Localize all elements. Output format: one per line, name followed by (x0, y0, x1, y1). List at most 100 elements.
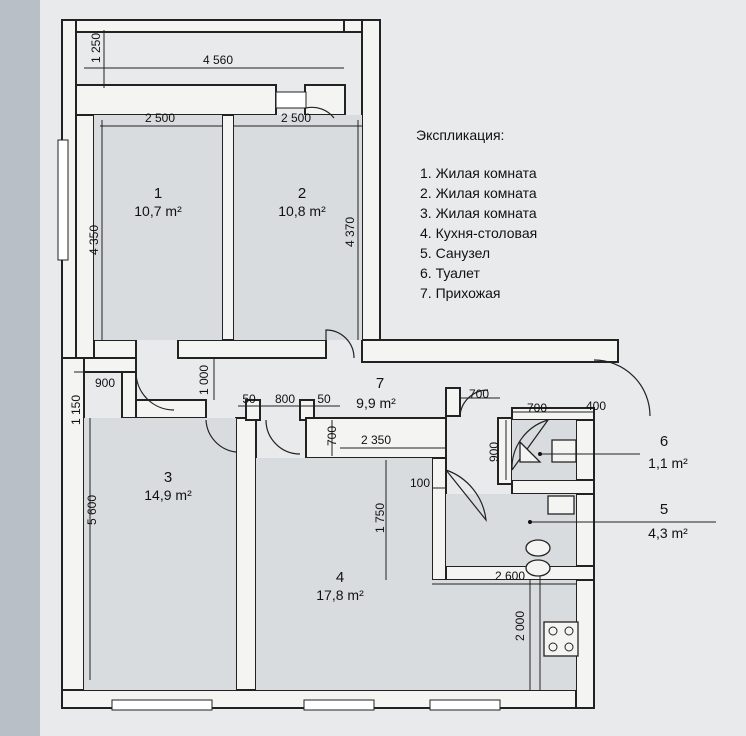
door-jamb-50-left (245, 399, 261, 421)
balcony-top-wall (61, 19, 381, 33)
room-labels: 1 10,7 m² 2 10,8 m² 3 14,9 m² 4 17,8 m² … (134, 185, 688, 603)
legend-item-2: 2. Жилая комната (420, 185, 537, 201)
dim-toilet-900: 900 (487, 442, 501, 462)
legend-item-1: 1. Жилая комната (420, 165, 537, 181)
right-lower-wall (575, 409, 595, 709)
stove (543, 621, 579, 657)
room1-bottom-wall-left (93, 339, 137, 359)
fixtures (519, 439, 579, 690)
room3-floor (84, 418, 236, 690)
burner-3 (548, 642, 558, 652)
bath-door-swing (445, 469, 487, 522)
room1-number: 1 (154, 185, 162, 202)
room6-pointer-dot (538, 452, 542, 456)
legend-item-7: 7. Прихожая (420, 285, 500, 301)
room1-area: 10,7 m² (134, 203, 182, 219)
legend-item-4: 4. Кухня-столовая (420, 225, 537, 241)
dimension-labels: 1 250 4 560 2 500 2 500 4 350 4 370 1 00… (69, 33, 606, 641)
room2-floor (234, 115, 362, 340)
dim-balcony-width: 4 560 (203, 53, 233, 67)
dim-balcony-depth: 1 250 (89, 33, 103, 63)
corridor-door-swing (459, 389, 489, 417)
dim-room1-height: 4 350 (87, 225, 101, 255)
room3-door-swing (205, 419, 237, 453)
toilet-door-swing (511, 418, 550, 471)
dim-room3-height: 5 600 (85, 495, 99, 525)
room3-room4-partition (235, 417, 257, 691)
dim-room2-width: 2 500 (281, 111, 311, 125)
dim-toilet-400: 400 (586, 399, 606, 413)
dimension-lines (74, 30, 716, 690)
dim-toilet-700-top: 700 (469, 387, 489, 401)
room1-floor (94, 115, 222, 340)
room5-pointer-dot (528, 520, 532, 524)
legend-item-5: 5. Санузел (420, 245, 490, 261)
balcony-door-swing (305, 106, 335, 119)
outer-walls (61, 19, 619, 709)
room5-number: 5 (660, 501, 668, 518)
room3-top-wall (83, 357, 137, 373)
kitchen-sink (525, 559, 551, 577)
room6-number: 6 (660, 433, 668, 450)
entrance-door-swing (593, 359, 651, 417)
room2-number: 2 (298, 185, 306, 202)
hall-top-wall (361, 339, 619, 363)
room4-area: 17,8 m² (316, 587, 364, 603)
windows (57, 91, 501, 711)
bath-left-wall (431, 457, 447, 581)
room1-room2-partition (221, 114, 235, 341)
dim-corridor-2350: 2 350 (361, 433, 391, 447)
room3-number: 3 (164, 469, 172, 486)
dim-toilet-700: 700 (527, 401, 547, 415)
room3-top-jamb (121, 371, 137, 419)
dim-door-800: 800 (275, 392, 295, 406)
toilet-bath-wall (511, 479, 595, 495)
dim-kitchen-2000: 2 000 (513, 611, 527, 641)
dim-room2-height: 4 370 (343, 217, 357, 247)
burner-1 (548, 626, 558, 636)
room1-door-swing (135, 371, 175, 411)
dim-room3-width-a: 900 (95, 376, 115, 390)
balcony-door (275, 91, 307, 109)
bath-sink (525, 539, 551, 557)
window-room1 (57, 139, 69, 261)
room7-area: 9,9 m² (356, 395, 396, 411)
burner-4 (564, 642, 574, 652)
room4-number: 4 (336, 569, 344, 586)
right-upper-wall (361, 19, 381, 361)
dim-bath-100: 100 (410, 476, 430, 490)
legend-item-6: 6. Туалет (420, 265, 480, 281)
toilet-corner-sink (519, 440, 542, 463)
legend-item-3: 3. Жилая комната (420, 205, 537, 221)
balcony-bottom-wall-left (75, 84, 277, 116)
kitchen-top-wall (305, 417, 447, 459)
dim-gap-50-left: 50 (242, 392, 256, 406)
legend: Экспликация: 1. Жилая комната 2. Жилая к… (416, 127, 537, 301)
room4-door-swing (265, 419, 301, 455)
toilet-top-left-jamb (445, 387, 461, 417)
room5-area: 4,3 m² (648, 525, 688, 541)
dim-gap-50-right: 50 (317, 392, 331, 406)
toilet-bowl-5 (547, 495, 575, 515)
window-room4-left (303, 699, 375, 711)
dim-kitchen-1750: 1 750 (373, 503, 387, 533)
room12-bottom-wall (177, 339, 327, 359)
room2-area: 10,8 m² (278, 203, 326, 219)
room4-floor-a (256, 458, 432, 690)
room3-area: 14,9 m² (144, 487, 192, 503)
window-room3 (111, 699, 213, 711)
room2-door-swing (325, 329, 355, 359)
dim-kitchen-2600: 2 600 (495, 569, 525, 583)
legend-title: Экспликация: (416, 127, 504, 143)
toilet-bowl-6 (551, 439, 577, 463)
hall-left-lower-wall (135, 399, 207, 419)
room6-area: 1,1 m² (648, 455, 688, 471)
burner-2 (564, 626, 574, 636)
dim-room3-width-b: 1 150 (69, 395, 83, 425)
room-fills (84, 115, 576, 690)
window-room4-right (429, 699, 501, 711)
dim-hall-offset: 1 000 (197, 365, 211, 395)
dim-wall-700-left: 700 (325, 426, 339, 446)
dim-room1-width: 2 500 (145, 111, 175, 125)
